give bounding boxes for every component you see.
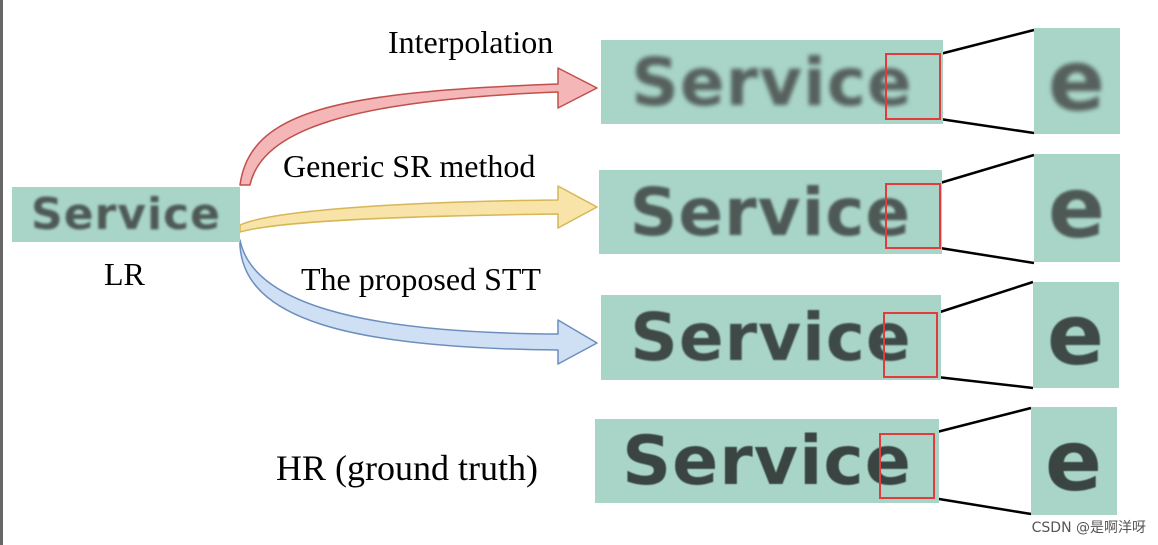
proposed-highlight [883, 312, 938, 378]
hr-word: Service [622, 421, 912, 501]
hr-image: Service [595, 419, 939, 503]
interpolation-zoom: e [1034, 28, 1120, 134]
generic-highlight [885, 183, 941, 249]
left-border [0, 0, 3, 545]
interpolation-arrow [239, 67, 598, 186]
proposed-zoom-char: e [1047, 286, 1105, 384]
proposed-zoom: e [1033, 282, 1119, 388]
hr-label: HR (ground truth) [276, 448, 538, 488]
proposed-arrow [239, 239, 598, 365]
generic-image: Service [599, 170, 942, 254]
hr-zoom: e [1031, 407, 1117, 515]
interpolation-zoom-char: e [1048, 32, 1106, 130]
interpolation-label: Interpolation [388, 24, 554, 60]
proposed-label: The proposed STT [301, 261, 541, 297]
generic-label: Generic SR method [283, 148, 536, 184]
interpolation-word: Service [631, 43, 913, 121]
hr-zoom-char: e [1045, 412, 1103, 510]
watermark: CSDN @是啊洋呀 [1031, 520, 1146, 536]
interpolation-highlight [885, 53, 941, 120]
hr-highlight [879, 433, 935, 499]
generic-zoom-char: e [1048, 159, 1106, 257]
lr-image: Service [12, 187, 240, 242]
zoom-connectors [932, 28, 1035, 516]
lr-label: LR [104, 256, 145, 292]
generic-word: Service [629, 173, 912, 251]
generic-arrow [239, 185, 598, 233]
lr-word: Service [31, 189, 221, 240]
generic-zoom: e [1034, 154, 1120, 262]
proposed-word: Service [630, 299, 912, 376]
